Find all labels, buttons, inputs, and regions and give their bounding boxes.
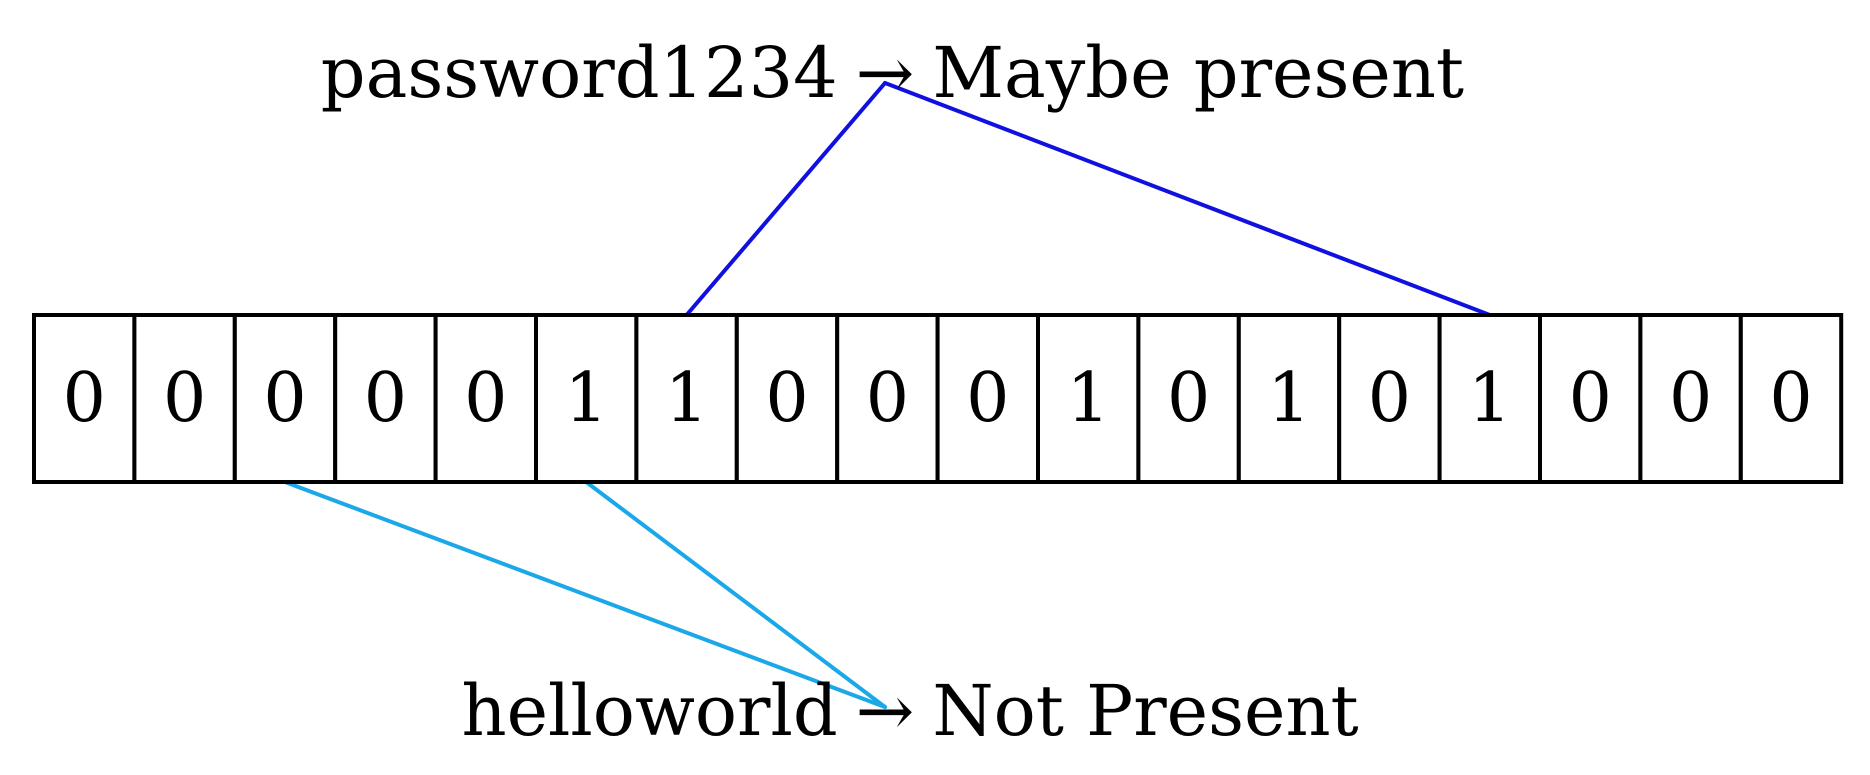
bit-cell-3 bbox=[333, 313, 438, 484]
bit-value-9: 0 bbox=[966, 359, 1009, 438]
bit-value-5: 1 bbox=[565, 359, 608, 438]
bit-value-1: 0 bbox=[163, 359, 206, 438]
bit-value-0: 0 bbox=[63, 359, 106, 438]
bit-cell-10 bbox=[1036, 313, 1141, 484]
hash-line-1-5 bbox=[584, 480, 887, 709]
bit-value-12: 1 bbox=[1267, 359, 1310, 438]
bit-cell-1 bbox=[132, 313, 237, 484]
query-word: helloworld bbox=[461, 670, 838, 752]
bit-cell-2 bbox=[232, 313, 338, 484]
query-label-top: password1234→Maybe present bbox=[321, 38, 1464, 108]
bit-cell-9 bbox=[935, 313, 1040, 484]
hash-line-0-6 bbox=[684, 81, 887, 317]
bit-value-10: 1 bbox=[1067, 359, 1110, 438]
bit-value-15: 0 bbox=[1569, 359, 1612, 438]
query-result: Maybe present bbox=[932, 32, 1465, 114]
bit-cell-11 bbox=[1136, 313, 1241, 484]
bit-value-16: 0 bbox=[1669, 359, 1712, 438]
bit-value-8: 0 bbox=[866, 359, 909, 438]
bit-value-6: 1 bbox=[665, 359, 708, 438]
query-label-bottom: helloworld→Not Present bbox=[462, 676, 1359, 746]
bit-value-11: 0 bbox=[1167, 359, 1210, 438]
bit-cell-13 bbox=[1337, 313, 1442, 484]
bit-value-3: 0 bbox=[364, 359, 407, 438]
bit-value-4: 0 bbox=[464, 359, 507, 438]
bit-cell-0 bbox=[32, 313, 137, 484]
bit-value-2: 0 bbox=[263, 359, 306, 438]
bit-value-14: 1 bbox=[1468, 359, 1511, 438]
bit-cell-5 bbox=[534, 313, 639, 484]
bit-cell-12 bbox=[1236, 313, 1342, 484]
query-result: Not Present bbox=[932, 670, 1359, 752]
hash-line-0-14 bbox=[883, 81, 1492, 317]
query-word: password1234 bbox=[320, 32, 838, 114]
bit-cell-17 bbox=[1738, 313, 1844, 484]
bit-value-7: 0 bbox=[765, 359, 808, 438]
hash-connectors bbox=[283, 81, 1492, 709]
arrow-icon: → bbox=[855, 670, 915, 752]
arrow-icon: → bbox=[855, 32, 915, 114]
hash-line-1-2 bbox=[283, 480, 887, 709]
bit-value-17: 0 bbox=[1769, 359, 1812, 438]
bit-value-13: 0 bbox=[1368, 359, 1411, 438]
